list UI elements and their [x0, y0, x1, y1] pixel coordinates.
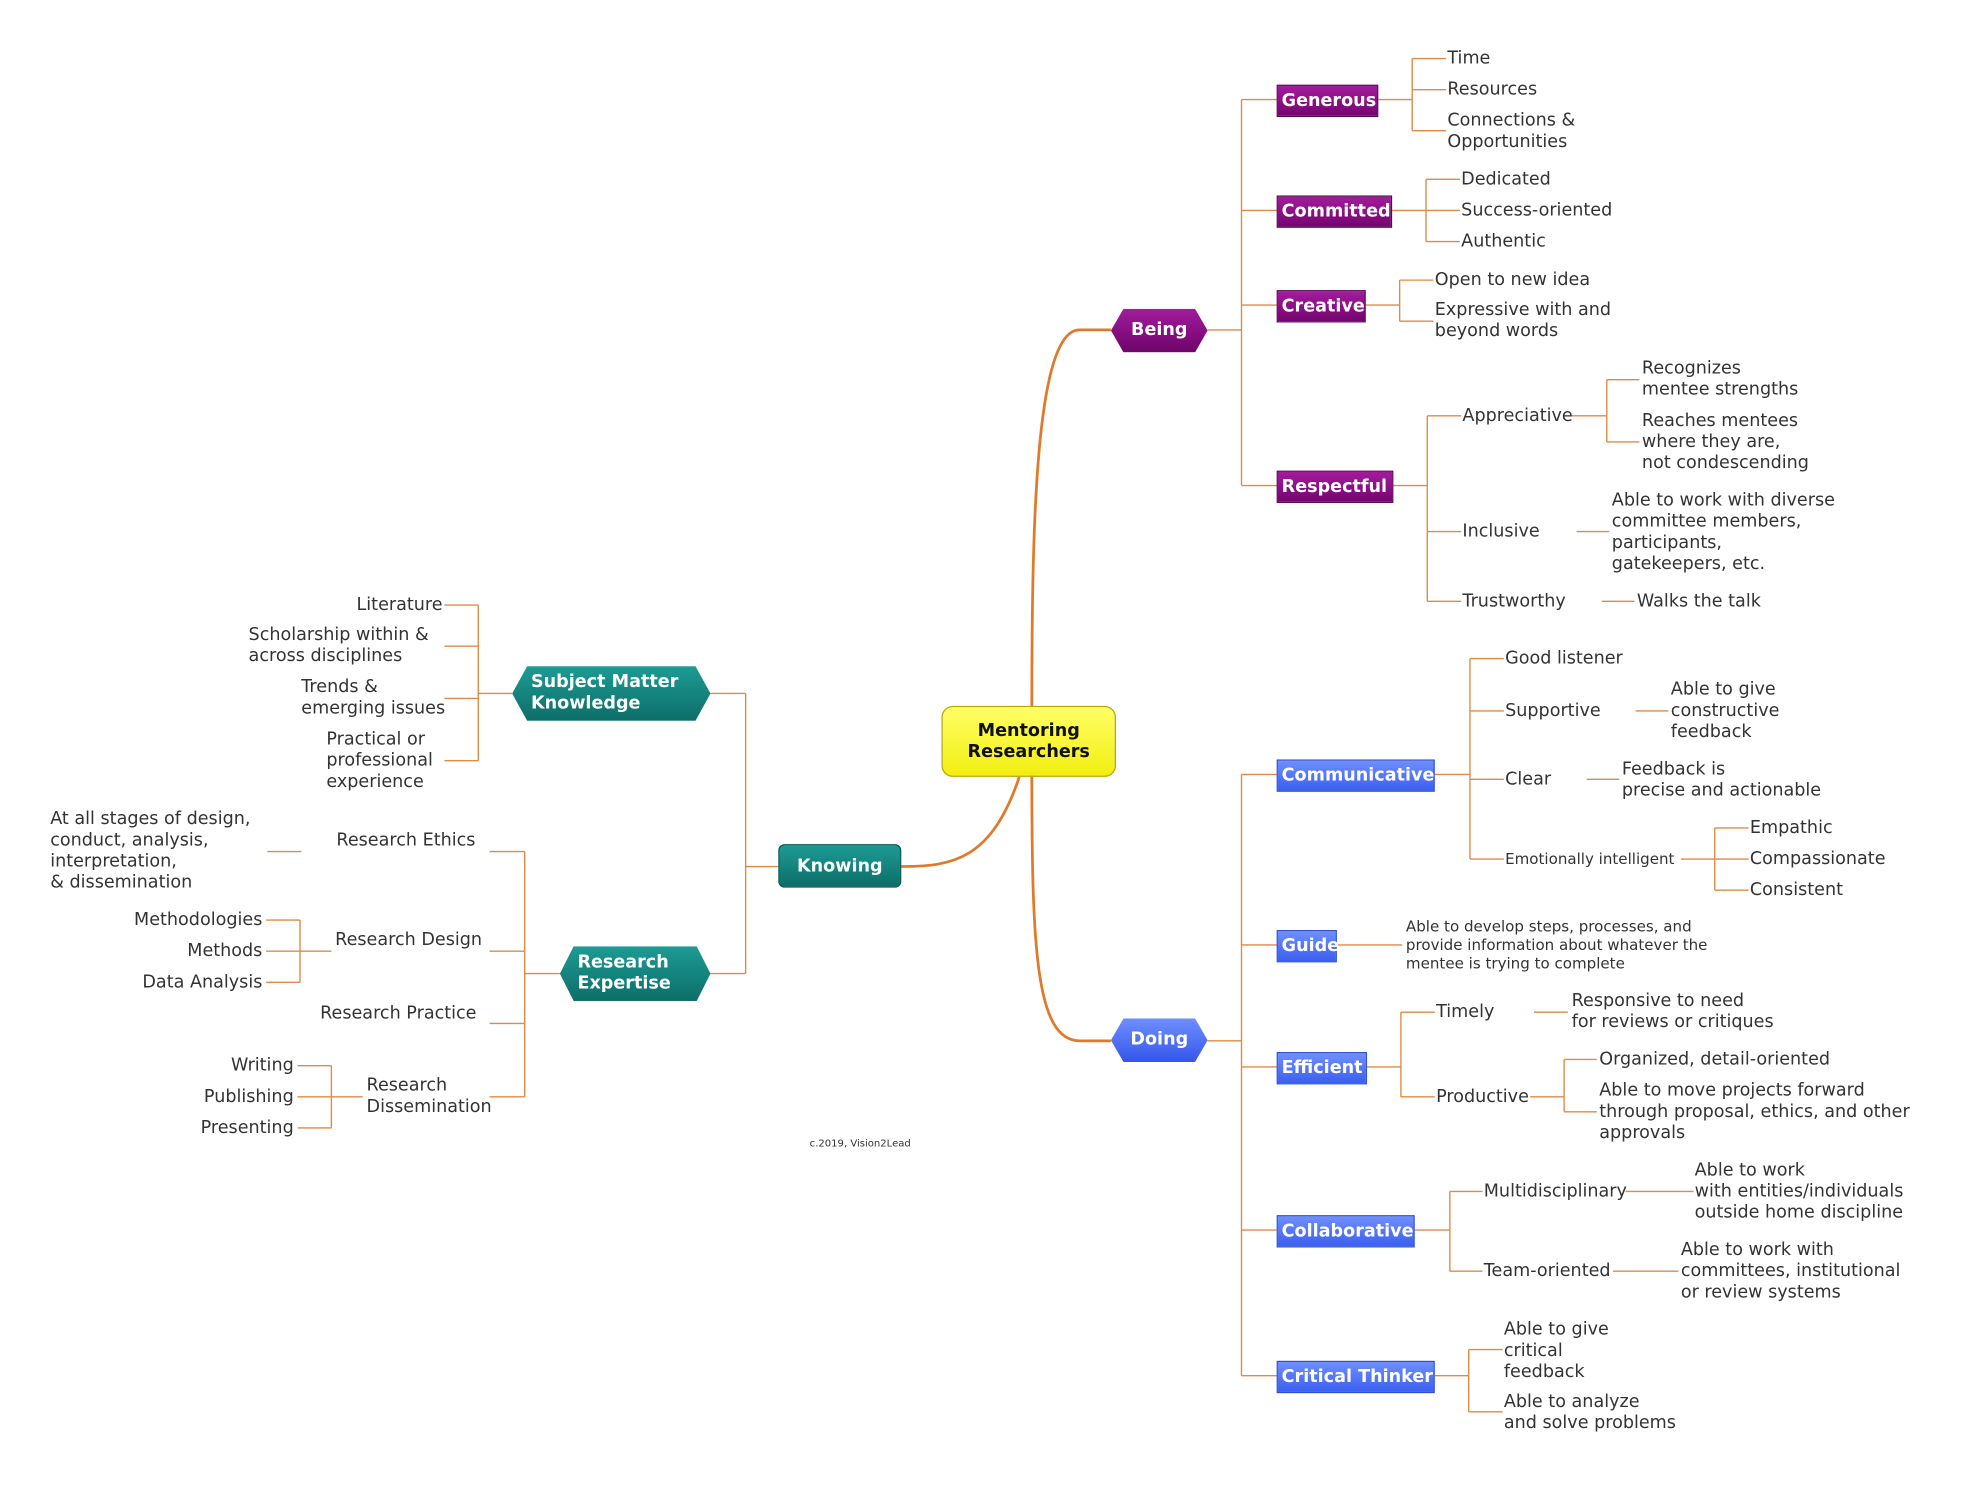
team-oriented-label: Team-oriented	[1483, 1261, 1611, 1282]
subject-item: Literature	[356, 595, 443, 616]
generous-item: Time	[1447, 48, 1491, 69]
generous-item: Resources	[1447, 79, 1538, 100]
emotional-label: Emotionally intelligent	[1505, 850, 1675, 868]
dissemination-item: Presenting	[200, 1118, 294, 1138]
generous-item: Connections & Opportunities	[1447, 110, 1576, 152]
critical-thinker-node[interactable]: Critical Thinker	[1276, 1360, 1435, 1394]
supportive-label: Supportive	[1505, 700, 1601, 721]
research-ethics-label: Research Ethics	[336, 830, 476, 851]
critical-item: Able to give critical feedback	[1503, 1319, 1609, 1382]
productive-item: Able to move projects forward through pr…	[1599, 1080, 1910, 1143]
timely-detail: Responsive to need for reviews or critiq…	[1571, 991, 1774, 1033]
creative-node[interactable]: Creative	[1276, 290, 1366, 323]
research-expertise-node[interactable]: Research Expertise	[559, 946, 711, 1001]
timely-label: Timely	[1436, 1002, 1495, 1023]
committed-item: Success-oriented	[1461, 200, 1613, 221]
guide-node[interactable]: Guide	[1276, 930, 1339, 963]
subject-matter-node[interactable]: Subject Matter Knowledge	[512, 666, 711, 721]
collaborative-node[interactable]: Collaborative	[1276, 1215, 1415, 1248]
knowing-node[interactable]: Knowing	[778, 844, 902, 888]
subject-item: Trends & emerging issues	[301, 677, 446, 719]
appreciative-item: Reaches mentees where they are, not cond…	[1641, 410, 1809, 474]
emotional-item: Empathic	[1749, 817, 1833, 838]
committed-node[interactable]: Committed	[1276, 195, 1393, 228]
trustworthy-detail: Walks the talk	[1636, 591, 1761, 612]
good-listener-label: Good listener	[1505, 648, 1623, 669]
appreciative-label: Appreciative	[1462, 405, 1573, 426]
multidisciplinary-detail: Able to work with entities/individuals o…	[1694, 1160, 1904, 1223]
emotional-item: Consistent	[1749, 880, 1843, 901]
dissemination-item: Publishing	[203, 1086, 294, 1107]
research-design-item: Data Analysis	[142, 972, 263, 993]
research-dissemination-label: Research Dissemination	[366, 1075, 492, 1117]
inclusive-label: Inclusive	[1462, 521, 1540, 542]
supportive-detail: Able to give constructive feedback	[1670, 679, 1780, 743]
productive-item: Organized, detail-oriented	[1599, 1049, 1831, 1070]
research-design-item: Methods	[187, 941, 263, 962]
guide-detail: Able to develop steps, processes, and pr…	[1405, 917, 1708, 973]
trustworthy-label: Trustworthy	[1462, 591, 1566, 612]
creative-item: Open to new idea	[1434, 270, 1591, 291]
inclusive-detail: Able to work with diverse committee memb…	[1611, 490, 1835, 574]
committed-item: Authentic	[1461, 231, 1546, 252]
subject-matter-label: Subject Matter Knowledge	[530, 672, 679, 714]
appreciative-item: Recognizes mentee strengths	[1641, 358, 1799, 400]
research-expertise-label: Research Expertise	[577, 952, 671, 994]
dissemination-item: Writing	[230, 1055, 294, 1076]
clear-label: Clear	[1505, 769, 1552, 790]
being-node[interactable]: Being	[1110, 308, 1208, 353]
generous-node[interactable]: Generous	[1276, 84, 1379, 118]
committed-item: Dedicated	[1461, 169, 1551, 190]
research-design-label: Research Design	[335, 930, 483, 950]
research-ethics-detail: At all stages of design, conduct, analys…	[50, 809, 251, 893]
clear-detail: Feedback is precise and actionable	[1621, 759, 1822, 801]
team-oriented-detail: Able to work with committees, institutio…	[1680, 1240, 1901, 1303]
efficient-node[interactable]: Efficient	[1276, 1052, 1368, 1085]
productive-label: Productive	[1436, 1086, 1529, 1107]
multidisciplinary-label: Multidisciplinary	[1483, 1181, 1627, 1202]
central-topic[interactable]: Mentoring Researchers	[941, 705, 1116, 777]
research-design-item: Methodologies	[134, 910, 263, 931]
being-label: Being	[1131, 319, 1188, 340]
subject-item: Scholarship within & across disciplines	[248, 624, 429, 667]
doing-node[interactable]: Doing	[1110, 1018, 1208, 1062]
respectful-node[interactable]: Respectful	[1276, 470, 1394, 503]
research-practice-label: Research Practice	[320, 1003, 477, 1024]
creative-item: Expressive with and beyond words	[1434, 300, 1612, 342]
emotional-item: Compassionate	[1749, 849, 1886, 870]
critical-item: Able to analyze and solve problems	[1503, 1391, 1676, 1433]
copyright-text: c.2019, Vision2Lead	[809, 1137, 911, 1150]
subject-item: Practical or professional experience	[326, 729, 433, 792]
doing-label: Doing	[1130, 1029, 1189, 1050]
communicative-node[interactable]: Communicative	[1276, 759, 1435, 792]
